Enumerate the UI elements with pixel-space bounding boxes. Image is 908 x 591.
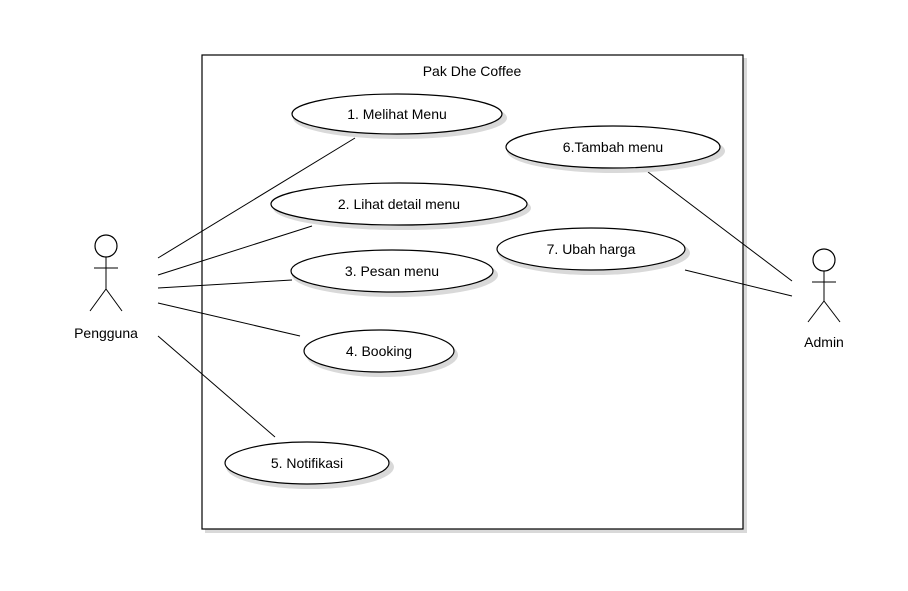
actor-user-leg-right <box>105 288 123 312</box>
actor-admin-label: Admin <box>804 334 844 350</box>
actor-user[interactable]: Pengguna <box>74 234 138 341</box>
system-title: Pak Dhe Coffee <box>423 63 522 79</box>
use-case-5-label: 5. Notifikasi <box>271 455 343 471</box>
use-case-1[interactable]: 1. Melihat Menu <box>291 93 507 139</box>
use-case-5[interactable]: 5. Notifikasi <box>224 441 394 489</box>
use-case-7[interactable]: 7. Ubah harga <box>496 227 690 275</box>
use-case-7-label: 7. Ubah harga <box>547 241 636 257</box>
use-case-1-label: 1. Melihat Menu <box>347 106 447 122</box>
association-user-uc3 <box>157 279 293 289</box>
actor-admin[interactable]: Admin <box>804 248 844 350</box>
association-admin-uc6 <box>647 171 793 282</box>
association-user-uc1 <box>157 137 356 259</box>
actor-user-head <box>94 234 118 258</box>
association-user-uc5 <box>157 335 276 438</box>
actor-user-leg-left <box>89 288 107 312</box>
actor-admin-leg-right <box>823 300 841 323</box>
association-user-uc4 <box>157 302 301 337</box>
use-case-4-label: 4. Booking <box>346 343 412 359</box>
association-admin-uc7 <box>684 269 793 297</box>
use-case-2-label: 2. Lihat detail menu <box>338 196 460 212</box>
actor-admin-leg-left <box>807 300 825 323</box>
use-case-2[interactable]: 2. Lihat detail menu <box>270 182 531 230</box>
association-user-uc2 <box>157 225 313 276</box>
use-case-6[interactable]: 6.Tambah menu <box>505 125 725 173</box>
use-case-3[interactable]: 3. Pesan menu <box>290 249 498 297</box>
use-case-4[interactable]: 4. Booking <box>303 329 458 377</box>
actor-admin-head <box>812 248 836 272</box>
actor-user-label: Pengguna <box>74 325 138 341</box>
use-case-3-label: 3. Pesan menu <box>345 263 439 279</box>
use-case-6-label: 6.Tambah menu <box>563 139 663 155</box>
